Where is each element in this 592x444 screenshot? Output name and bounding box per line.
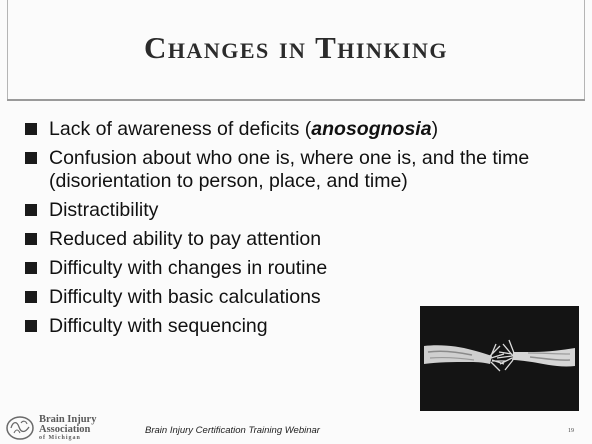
square-bullet-icon: [25, 123, 37, 135]
bullet-text: Confusion about who one is, where one is…: [49, 147, 530, 192]
bullet-item: Difficulty with sequencing: [25, 315, 585, 338]
bullet-text: Difficulty with basic calculations: [49, 286, 321, 308]
bullet-text: Reduced ability to pay attention: [49, 228, 322, 250]
brain-injury-association-logo: Brain Injury Association of Michigan: [3, 413, 133, 443]
bullet-text: Difficulty with changes in routine: [49, 257, 328, 279]
bullet-item: Difficulty with changes in routine: [25, 257, 585, 280]
bullet-text: Difficulty with sequencing: [49, 315, 268, 337]
bullet-list: Lack of awareness of deficits (anosognos…: [25, 118, 585, 344]
logo-line-3: of Michigan: [39, 435, 81, 441]
bullet-text-suffix: ): [431, 118, 439, 140]
square-bullet-icon: [25, 291, 37, 303]
bullet-text-prefix: Lack of awareness of deficits (: [49, 118, 312, 140]
logo-line-2: Association: [39, 424, 91, 435]
square-bullet-icon: [25, 233, 37, 245]
square-bullet-icon: [25, 320, 37, 332]
frame-left-border: [7, 0, 8, 100]
bullet-item: Lack of awareness of deficits (anosognos…: [25, 118, 585, 141]
logo-line-1: Brain Injury: [39, 414, 97, 425]
slide-title: Changes in Thinking: [143, 30, 449, 65]
bullet-emphasis: anosognosia: [311, 118, 432, 140]
frayed-rope-illustration: [420, 306, 579, 411]
bullet-item: Reduced ability to pay attention: [25, 228, 585, 251]
square-bullet-icon: [25, 262, 37, 274]
square-bullet-icon: [25, 152, 37, 164]
bullet-item: Confusion about who one is, where one is…: [25, 147, 569, 193]
brain-logo-icon: [6, 416, 34, 440]
square-bullet-icon: [25, 204, 37, 216]
bullet-item: Distractibility: [25, 199, 585, 222]
bullet-text: Distractibility: [49, 199, 159, 221]
bullet-item: Difficulty with basic calculations: [25, 286, 585, 309]
title-divider: [7, 99, 585, 101]
frayed-rope-image: [420, 306, 579, 411]
footer-text: Brain Injury Certification Training Webi…: [145, 425, 320, 436]
frame-right-border: [584, 0, 585, 100]
page-number: 19: [568, 428, 574, 434]
